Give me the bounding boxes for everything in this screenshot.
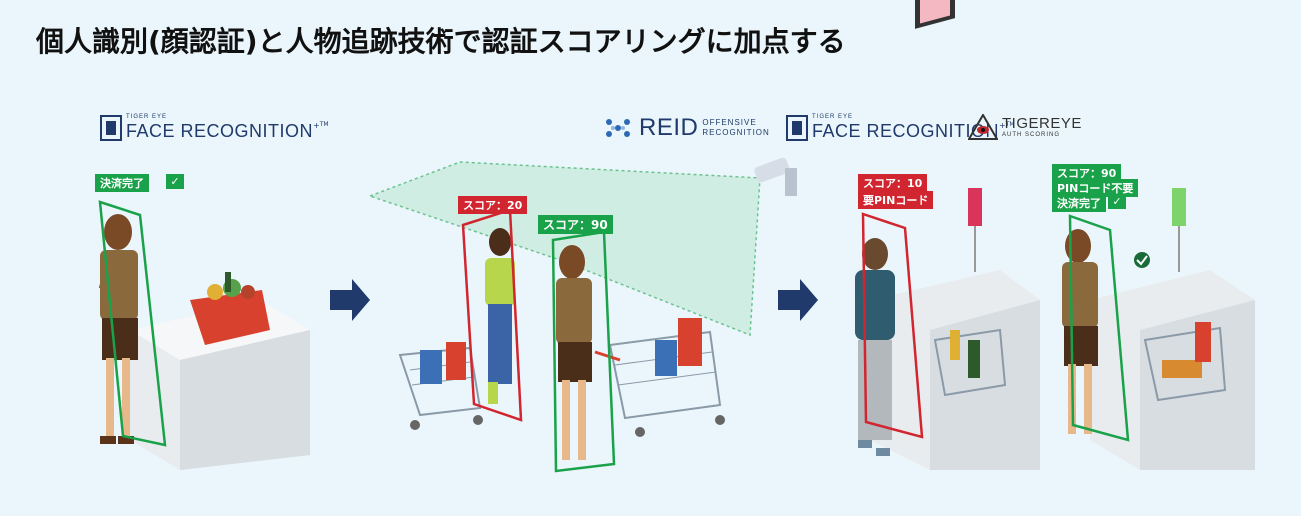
face-recognition-tm: TM bbox=[319, 121, 329, 128]
right-payment-done-badge: 決済完了 bbox=[1052, 194, 1106, 212]
face-recognition-small-text: TIGER EYE bbox=[126, 114, 168, 120]
right-kiosk-2 bbox=[1090, 188, 1255, 470]
face-recognition-logo-left: TIGER EYE FACE RECOGNITION+TM bbox=[100, 114, 329, 142]
middle-cart-right bbox=[594, 318, 725, 437]
face-recognition-main-text: FACE RECOGNITION bbox=[126, 121, 314, 141]
middle-red-detection-frame bbox=[461, 208, 523, 422]
tigereye-logo: TIGEREYE AUTH SCORING bbox=[968, 114, 1082, 140]
score-20-badge: スコア：20 bbox=[458, 196, 528, 214]
face-recognition-emblem-icon bbox=[100, 115, 122, 141]
arrow-right-icon bbox=[778, 279, 818, 321]
left-payment-done-badge: 決済完了 bbox=[95, 174, 149, 192]
reid-main-text: REID bbox=[639, 114, 699, 141]
middle-green-detection-frame bbox=[551, 230, 616, 473]
reid-emblem-icon bbox=[606, 119, 630, 137]
right-score-90-badge: スコア：90 bbox=[1052, 164, 1122, 182]
page-title: 個人識別(顔認証)と人物追跡技術で認証スコアリングに加点する bbox=[36, 25, 846, 58]
middle-cart-left bbox=[398, 342, 483, 430]
screen-check-icon bbox=[1134, 252, 1150, 268]
right-green-detection-frame bbox=[1068, 214, 1130, 442]
middle-man-figure bbox=[485, 228, 515, 404]
arrow-right-icon bbox=[330, 279, 370, 321]
check-icon: ✓ bbox=[166, 174, 184, 189]
tigereye-emblem-icon bbox=[968, 114, 998, 140]
check-icon: ✓ bbox=[1108, 194, 1126, 209]
security-camera-icon bbox=[754, 157, 797, 196]
tigereye-sub-text: AUTH SCORING bbox=[1002, 131, 1061, 138]
pin-required-badge: 要PINコード bbox=[858, 191, 934, 209]
face-recognition-logo-right: TIGER EYE FACE RECOGNITION+TM bbox=[786, 114, 1015, 142]
reid-logo: REID OFFENSIVE RECOGNITION bbox=[603, 114, 770, 142]
face-recognition-small-text: TIGER EYE bbox=[812, 114, 854, 120]
right-kiosk-1 bbox=[870, 0, 1040, 470]
middle-woman-figure bbox=[556, 245, 592, 460]
reid-sub1-text: OFFENSIVE bbox=[702, 118, 757, 127]
score-10-badge: スコア：10 bbox=[858, 174, 928, 192]
reid-sub2-text: RECOGNITION bbox=[702, 128, 770, 137]
pin-not-required-badge: PINコード不要 bbox=[1052, 179, 1139, 197]
score-90-badge: スコア：90 bbox=[538, 215, 613, 234]
face-recognition-emblem-icon bbox=[786, 115, 808, 141]
face-recognition-plus: + bbox=[999, 121, 1006, 130]
face-recognition-plus: + bbox=[313, 121, 320, 130]
left-detection-frame bbox=[98, 200, 167, 447]
left-basket bbox=[190, 272, 270, 345]
tigereye-main-text: TIGEREYE bbox=[1002, 114, 1082, 132]
face-recognition-main-text: FACE RECOGNITION bbox=[812, 121, 1000, 141]
right-red-detection-frame bbox=[861, 212, 924, 439]
face-recognition-tm: TM bbox=[1005, 121, 1015, 128]
